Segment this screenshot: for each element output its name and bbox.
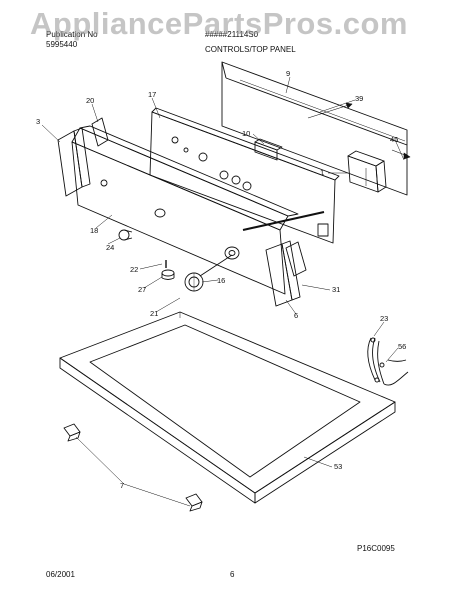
footer-date: 06/2001 [46, 570, 75, 579]
callout-1: 1 [320, 168, 325, 177]
figure-code: P16C0095 [357, 544, 395, 553]
callout-7: 7 [120, 481, 125, 490]
callout-18: 18 [90, 226, 99, 235]
hinge-left [63, 423, 81, 442]
callout-45: 45 [390, 135, 399, 144]
dial-27 [161, 269, 175, 280]
callout-24: 24 [106, 243, 115, 252]
leader-lines [41, 76, 405, 507]
callout-56: 56 [398, 342, 407, 351]
callout-10: 10 [242, 129, 251, 138]
callout-20: 20 [86, 96, 95, 105]
left-end-bracket [91, 117, 109, 147]
callout-21: 21 [150, 309, 159, 318]
push-switch [254, 138, 283, 161]
top-panel [59, 311, 396, 504]
timer-knob [184, 254, 233, 292]
callout-9: 9 [286, 69, 291, 78]
right-end-bracket [285, 241, 307, 277]
callout-16: 16 [217, 276, 226, 285]
knob-24 [118, 229, 133, 241]
hinge-right [185, 493, 203, 512]
footer-page: 6 [230, 570, 235, 579]
left-end-cap [57, 127, 91, 197]
callout-6: 6 [294, 311, 299, 320]
section-title: CONTROLS/TOP PANEL [205, 45, 296, 54]
back-cover-panel [221, 61, 408, 196]
timer-switch [347, 150, 387, 193]
watermark: AppliancePartsPros.com [30, 6, 408, 41]
right-end-cap [265, 240, 301, 307]
callout-22: 22 [130, 265, 139, 274]
callout-27: 27 [138, 285, 147, 294]
callout-39: 39 [355, 94, 364, 103]
callout-23: 23 [380, 314, 389, 323]
callout-3: 3 [36, 117, 41, 126]
callout-17: 17 [148, 90, 157, 99]
publication-number: 5995440 [46, 40, 78, 49]
control-panel [149, 107, 340, 244]
callout-31: 31 [332, 285, 341, 294]
publication-label: Publication No [46, 30, 98, 39]
wire-harness [367, 337, 409, 386]
control-console [71, 125, 299, 295]
model-number: #####21114S0 [205, 30, 259, 39]
direction-arrows [307, 102, 411, 160]
callout-53: 53 [334, 462, 343, 471]
